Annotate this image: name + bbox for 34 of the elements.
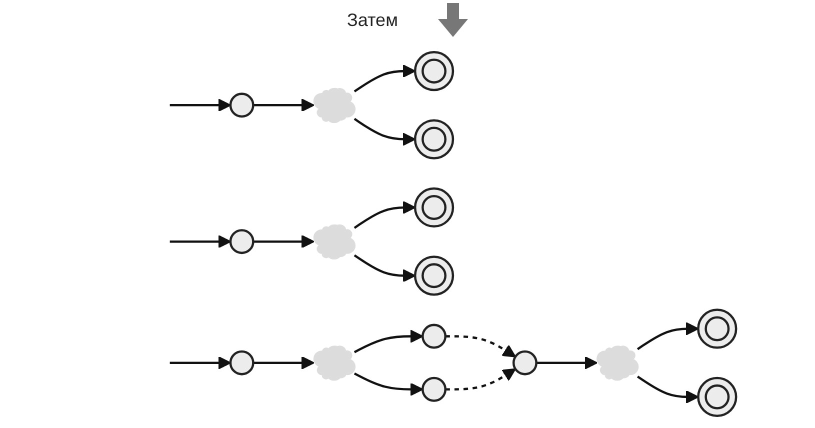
node-cloud bbox=[313, 224, 356, 260]
arrow bbox=[445, 368, 516, 390]
arrow bbox=[253, 98, 314, 112]
node-circle bbox=[229, 229, 254, 254]
arrow bbox=[170, 98, 232, 112]
arrow bbox=[253, 234, 314, 248]
arrow bbox=[354, 372, 424, 396]
node-doublecircle bbox=[697, 376, 738, 418]
arrow bbox=[170, 356, 232, 370]
arrow bbox=[536, 356, 598, 370]
arrow bbox=[354, 64, 416, 92]
arrow bbox=[354, 330, 424, 354]
arrow bbox=[354, 254, 416, 282]
node-cloud bbox=[313, 346, 356, 381]
node-doublecircle bbox=[697, 308, 738, 349]
arrow bbox=[354, 118, 416, 146]
arrow bbox=[170, 234, 232, 248]
arrow bbox=[253, 356, 314, 370]
node-circle bbox=[422, 376, 447, 402]
arrow bbox=[354, 200, 416, 229]
node-circle bbox=[229, 92, 254, 118]
node-cloud bbox=[313, 88, 356, 124]
node-circle bbox=[422, 324, 447, 349]
node-doublecircle bbox=[414, 50, 454, 92]
arrow bbox=[445, 335, 516, 358]
arrow bbox=[636, 322, 699, 350]
node-circle bbox=[229, 350, 254, 376]
node-cloud bbox=[596, 346, 639, 381]
label-text: Затем bbox=[347, 10, 398, 30]
node-circle bbox=[512, 350, 538, 376]
node-doublecircle bbox=[414, 119, 454, 160]
node-doublecircle bbox=[414, 187, 454, 228]
arrow bbox=[636, 376, 699, 404]
node-doublecircle bbox=[414, 256, 454, 296]
